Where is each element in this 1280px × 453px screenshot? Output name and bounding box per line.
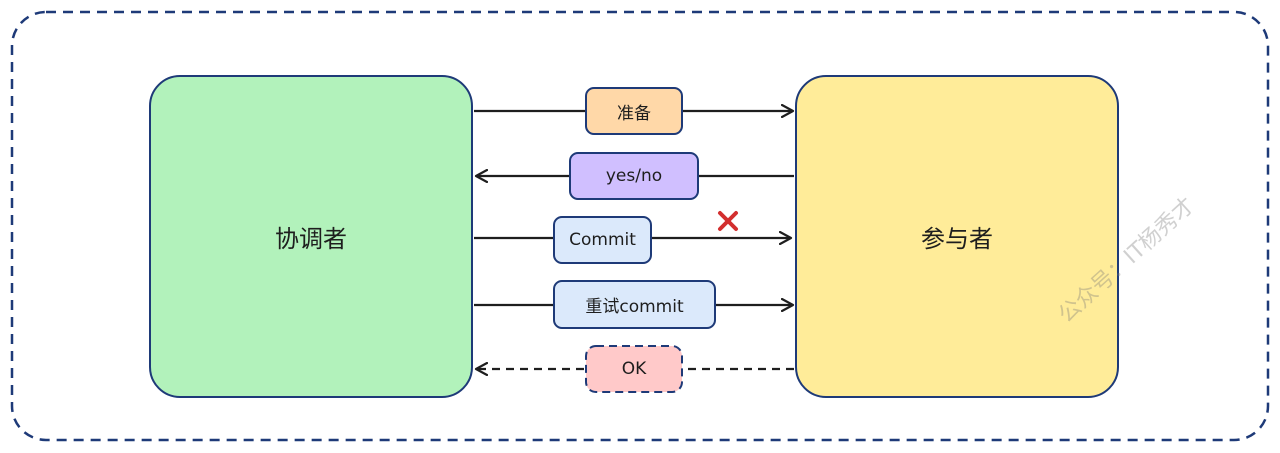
coordinator-box	[149, 75, 473, 398]
outer-frame	[10, 10, 1270, 442]
failure-x-icon	[718, 211, 738, 231]
vote-label-box	[569, 152, 699, 200]
commit-label-box	[553, 216, 652, 264]
retry-commit-label-box	[553, 280, 716, 329]
ok-label-box	[585, 345, 683, 393]
prepare-label-box	[585, 87, 683, 135]
participant-box	[795, 75, 1119, 398]
